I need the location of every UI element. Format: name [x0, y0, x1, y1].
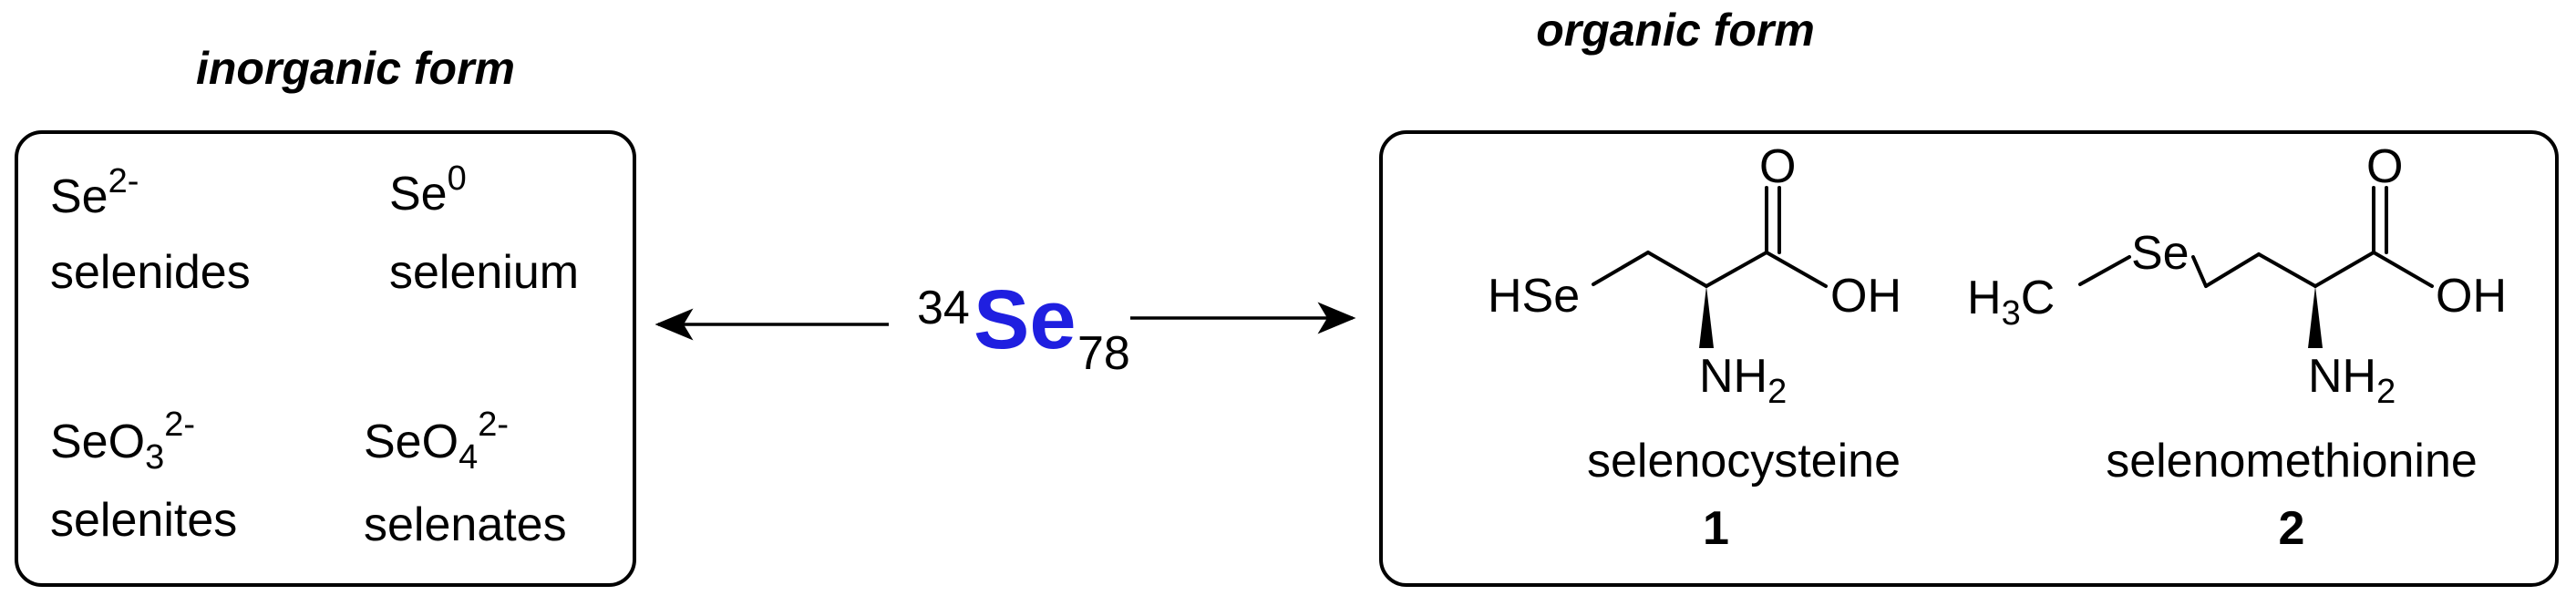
hydroxyl-label: OH	[1830, 270, 1901, 323]
element-symbol: Se	[974, 273, 1077, 366]
hydroxyl-label: OH	[2436, 270, 2507, 323]
compound-selenomethionine: H3C Se O OH NH2 selenomethionine 2	[1967, 140, 2507, 555]
compound-number: 2	[2279, 502, 2305, 555]
compound-name: selenomethionine	[2106, 435, 2478, 488]
selenocysteine-wedge	[1699, 286, 1714, 348]
organic-heading: organic form	[1536, 5, 1815, 56]
selenite-name: selenites	[50, 494, 237, 547]
compound-selenocysteine: HSe O OH NH2 selenocysteine 1	[1488, 140, 1901, 555]
species-selenium: Se0 selenium	[389, 159, 579, 299]
compound-name: selenocysteine	[1587, 435, 1901, 488]
atomic-number: 34	[917, 282, 970, 334]
species-selenates: SeO42- selenates	[364, 406, 567, 551]
amine-label: NH2	[1699, 350, 1787, 411]
selenomethionine-bonds	[2078, 186, 2434, 288]
se-label: Se	[2131, 227, 2190, 280]
amine-label: NH2	[2308, 350, 2396, 411]
hse-label: HSe	[1488, 270, 1580, 323]
selenide-name: selenides	[50, 246, 251, 299]
inorganic-box	[15, 130, 636, 587]
organic-box	[1379, 130, 2559, 587]
species-selenites: SeO32- selenites	[50, 406, 237, 547]
selenite-formula: SeO32-	[50, 406, 195, 477]
species-selenides: Se2- selenides	[50, 162, 251, 299]
selenocysteine-bonds	[1592, 186, 1828, 288]
selenate-formula: SeO42-	[364, 406, 509, 477]
selenate-name: selenates	[364, 498, 567, 551]
carbonyl-o-label: O	[2366, 140, 2403, 193]
selenide-formula: Se2-	[50, 162, 139, 223]
inorganic-heading: inorganic form	[196, 43, 515, 94]
carbonyl-o-label: O	[1759, 140, 1796, 193]
selenium-element: 34 Se 78	[917, 273, 1130, 380]
selenomethionine-wedge	[2308, 286, 2323, 348]
compound-number: 1	[1703, 502, 1729, 555]
selenium-formula: Se0	[389, 159, 467, 221]
methyl-label: H3C	[1967, 272, 2055, 333]
mass-number: 78	[1077, 327, 1130, 380]
selenium-name: selenium	[389, 246, 579, 299]
